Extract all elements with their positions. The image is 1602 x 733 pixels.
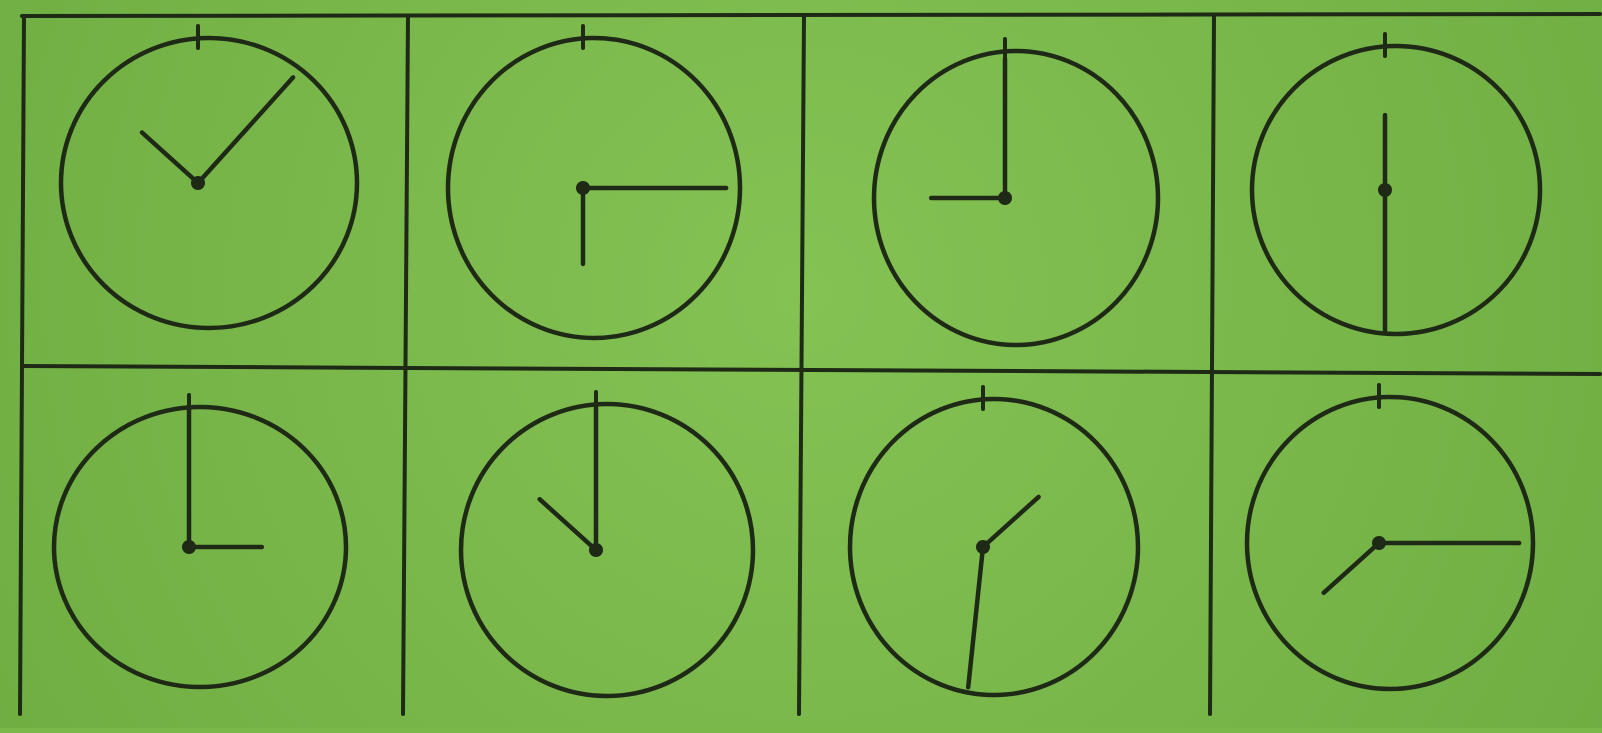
hour-hand [142,133,198,184]
clock-2-2 [461,392,753,696]
hand-pivot [182,540,196,554]
clock-1-4 [1252,34,1540,334]
clock-layer [54,26,1540,696]
clock-2-4 [1247,385,1533,689]
clock-2-1 [54,395,346,687]
clock-face [850,399,1138,695]
clock-face [461,404,753,696]
clock-1-3 [874,39,1158,345]
clock-face [1252,46,1540,334]
hand-pivot [1372,536,1386,550]
hour-hand [1324,543,1379,593]
hand-pivot [976,540,990,554]
clock-face [874,51,1158,345]
grid-divider-3 [1210,16,1214,714]
grid-divider-2 [799,16,804,714]
minute-hand [198,77,293,183]
clock-face [61,38,357,328]
clock-2-3 [850,387,1138,695]
grid-middle-line [22,366,1600,374]
hand-pivot [998,191,1012,205]
hand-pivot [589,543,603,557]
grid-left-border [20,16,24,714]
hour-hand [540,499,596,550]
grid-divider-1 [403,16,408,714]
clock-1-2 [448,26,740,338]
hand-pivot [1378,183,1392,197]
clock-1-1 [61,26,357,328]
minute-hand [968,547,983,687]
hand-pivot [191,176,205,190]
hour-hand [983,497,1039,547]
grid-top-border [22,14,1600,16]
hand-pivot [576,181,590,195]
